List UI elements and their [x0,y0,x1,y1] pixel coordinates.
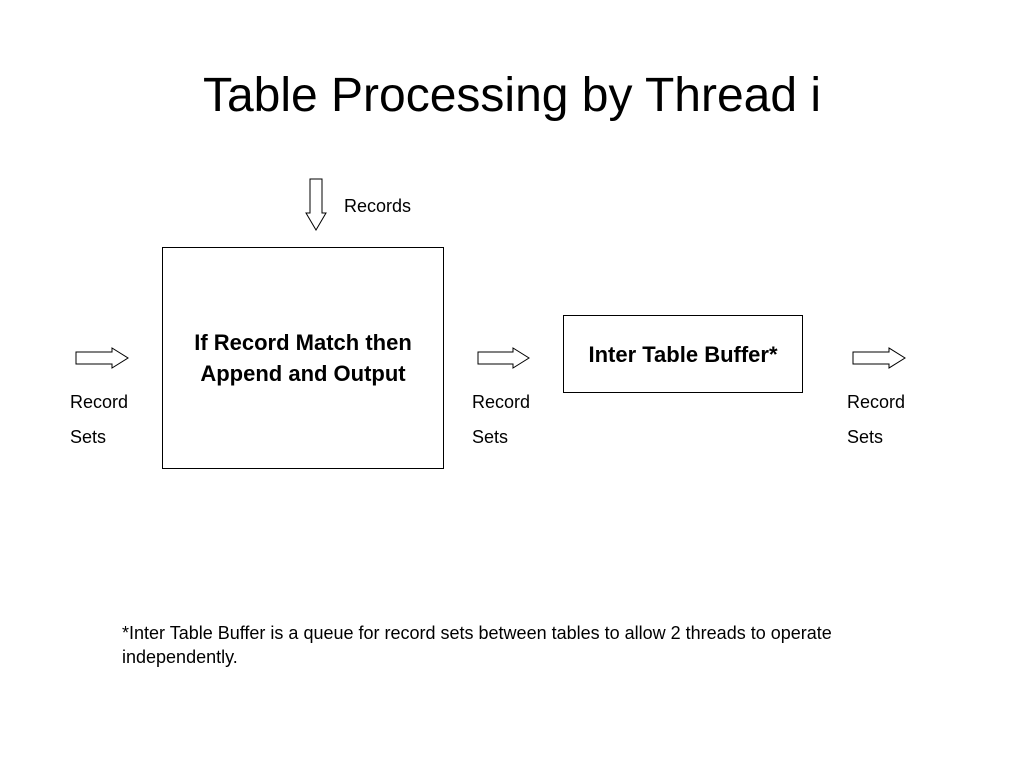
record-sets-line-1: Record [847,392,906,412]
input-records-label: Records [344,196,412,216]
record-sets-line-1: Record [472,392,531,412]
right-arrow-icon [852,347,906,369]
right-arrow-icon [75,347,129,369]
inter-table-buffer-label: Inter Table Buffer* [588,341,778,367]
record-match-box: If Record Match then Append and Output [162,247,444,469]
record-match-line-1: If Record Match then [194,330,412,355]
record-sets-label-input: Record Sets [70,391,128,461]
inter-table-buffer-box: Inter Table Buffer* [563,315,803,393]
record-sets-line-1: Record [70,392,129,412]
footnote: *Inter Table Buffer is a queue for recor… [122,623,832,667]
right-arrow-icon [477,347,530,369]
record-sets-line-2: Sets [847,427,884,447]
record-sets-label-output: Record Sets [847,391,905,461]
page-title: Table Processing by Thread i [202,69,822,122]
record-sets-line-2: Sets [70,427,107,447]
down-arrow-icon [305,178,327,231]
record-sets-label-middle: Record Sets [472,391,530,461]
record-sets-line-2: Sets [472,427,509,447]
record-match-line-2: Append and Output [200,361,406,386]
